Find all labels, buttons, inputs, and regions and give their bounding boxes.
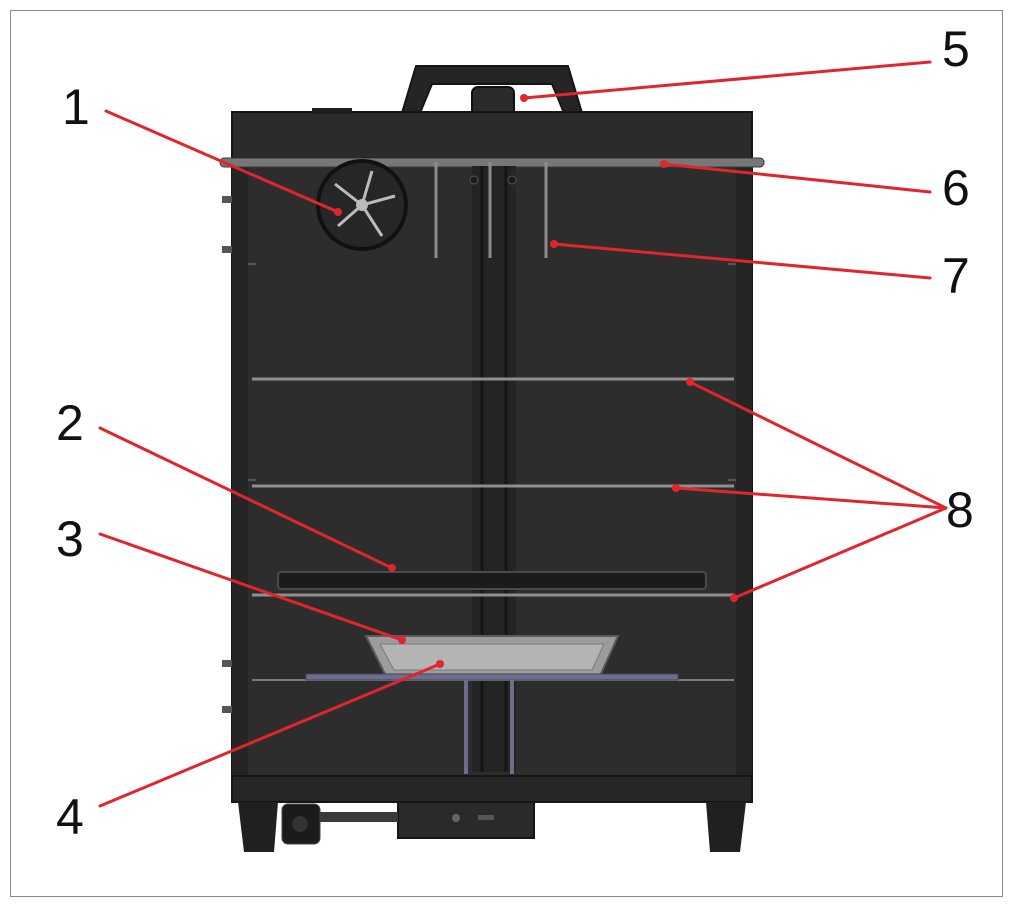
center-channel <box>469 166 517 772</box>
pointer-8c <box>732 506 948 600</box>
callout-6: 6 <box>942 160 970 216</box>
pointer-8b <box>674 486 948 510</box>
callout-4: 4 <box>56 789 84 845</box>
left-leg <box>238 802 278 852</box>
callout-5: 5 <box>942 21 970 77</box>
lid-latch <box>312 108 352 114</box>
control-box <box>397 801 535 839</box>
heating-element <box>277 571 707 590</box>
control-indicator <box>452 814 460 822</box>
pointer-8a <box>688 380 948 510</box>
right-leg <box>706 802 746 852</box>
hanging-hooks <box>434 162 548 258</box>
top-lid <box>231 111 753 159</box>
fan <box>316 159 408 251</box>
tray-support <box>305 673 679 774</box>
drip-tray <box>364 635 620 677</box>
pointer-1 <box>104 109 340 214</box>
right-wall <box>736 158 752 778</box>
pointer-3 <box>98 532 404 642</box>
pointer-tips <box>334 94 738 668</box>
rack-slots <box>248 263 736 481</box>
left-wall <box>232 158 248 778</box>
callout-8: 8 <box>946 482 974 538</box>
callout-2: 2 <box>56 395 84 451</box>
figure-border <box>10 10 1003 897</box>
pointer-4 <box>98 662 442 808</box>
callout-3: 3 <box>56 511 84 567</box>
control-switch <box>478 815 494 820</box>
pointer-5 <box>522 60 932 100</box>
pointer-2 <box>98 426 394 570</box>
power-connector <box>281 803 398 845</box>
pointer-6 <box>662 162 932 194</box>
pointer-7 <box>552 242 932 280</box>
callout-7: 7 <box>942 248 970 304</box>
base <box>231 775 753 803</box>
callout-1: 1 <box>62 79 90 135</box>
pointer-lines <box>98 60 948 808</box>
side-knobs <box>222 196 232 713</box>
